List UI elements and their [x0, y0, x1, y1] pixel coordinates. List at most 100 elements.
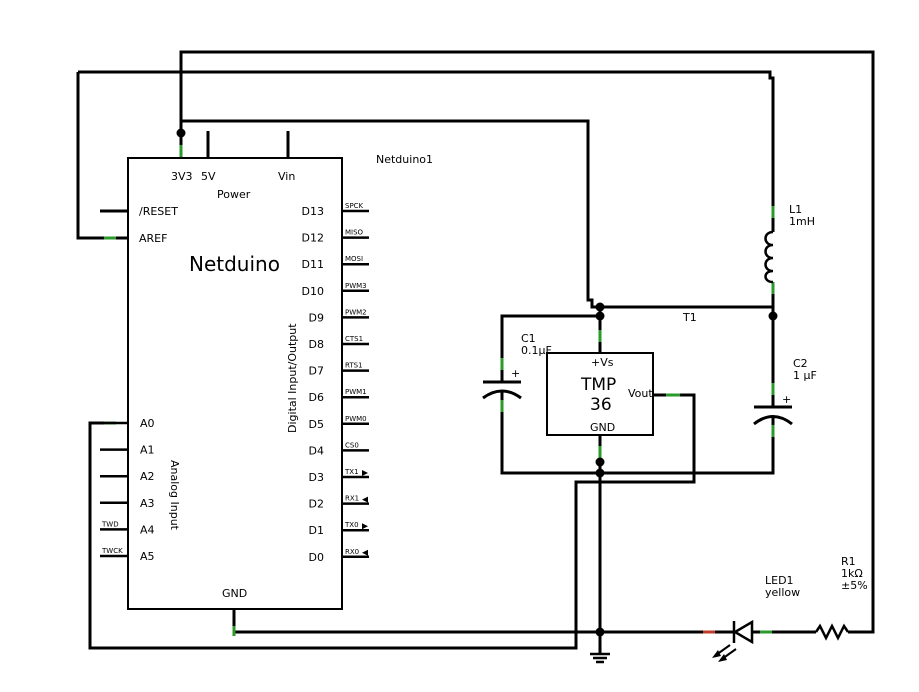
- c1-ref: C1: [521, 332, 536, 345]
- analog-pin-tag: TWD: [101, 520, 119, 528]
- digital-pin-label: D10: [302, 285, 324, 298]
- led-ray-1-head: [712, 650, 721, 658]
- pin-label-reset: /RESET: [139, 205, 178, 218]
- tmp36-ref: T1: [682, 311, 697, 324]
- analog-pin-label: A4: [140, 523, 155, 536]
- resistor-r1: R1 1kΩ ±5%: [772, 555, 868, 641]
- digital-pin-label: D13: [302, 205, 324, 218]
- wire-3v3-to-r1: [179, 50, 875, 634]
- analog-pin-label: A2: [140, 470, 155, 483]
- gnd-label: GND: [222, 587, 247, 600]
- capacitor-c1: + C1 0.1µF: [482, 332, 552, 400]
- junction-dot: [595, 627, 605, 637]
- c1-value: 0.1µF: [521, 344, 552, 357]
- tmp36-vout-label: Vout: [628, 387, 653, 400]
- digital-pin-label: D7: [309, 365, 324, 378]
- netduino-board: Netduino1 Netduino Power 3V3 5V Vin /RES…: [100, 153, 433, 610]
- analog-section-label: Analog Input: [168, 460, 181, 531]
- digital-pin-label: D3: [309, 471, 324, 484]
- digital-pin-function: RX1: [345, 495, 359, 503]
- digital-pin-label: D4: [309, 444, 324, 457]
- junction-dot: [595, 311, 605, 321]
- led-ray-2-head: [718, 654, 727, 662]
- arrow-left-icon: [362, 496, 368, 503]
- digital-pin-function: PWM0: [345, 415, 367, 423]
- digital-pin-label: D8: [309, 338, 324, 351]
- power-label: Power: [217, 188, 251, 201]
- wire-gnd-to-led: [232, 610, 707, 634]
- analog-pin-label: A1: [140, 444, 155, 457]
- digital-pin-function: TX1: [344, 468, 359, 476]
- wire-aref-to-l1: [78, 70, 775, 218]
- r1-ref: R1: [841, 555, 856, 568]
- digital-pin-function: PWM1: [345, 388, 367, 396]
- arrow-left-icon: [362, 549, 368, 556]
- led-triangle: [732, 619, 754, 645]
- r1-value: 1kΩ: [841, 567, 863, 580]
- wire-aref-drop: [76, 72, 110, 240]
- digital-pin-function: PWM2: [345, 308, 367, 316]
- c2-plus: +: [782, 393, 791, 406]
- junction-dot: [176, 128, 186, 138]
- junction-dot: [595, 468, 605, 478]
- netduino-instance-label: Netduino1: [376, 153, 433, 166]
- wire-c1-top: [500, 314, 600, 370]
- tmp36-vs-label: +Vs: [591, 356, 614, 369]
- digital-pin-label: D2: [309, 498, 324, 511]
- tmp36-gnd-label: GND: [590, 421, 615, 434]
- led-ref: LED1: [765, 574, 794, 587]
- digital-pin-label: D0: [309, 551, 324, 564]
- wire-3v3-to-vs: [181, 119, 600, 309]
- digital-pin-label: D5: [309, 418, 324, 431]
- tmp36-body: [546, 352, 654, 436]
- wire-c1-bottom: [500, 400, 600, 475]
- digital-pin-function: RTS1: [345, 362, 363, 370]
- analog-pin-tag: TWCK: [101, 547, 123, 555]
- digital-pin-function: MOSI: [345, 255, 363, 263]
- c2-value: 1 µF: [793, 369, 817, 382]
- junction-dot: [595, 302, 605, 312]
- digital-pin-label: D6: [309, 391, 324, 404]
- analog-pin-label: A5: [140, 550, 155, 563]
- arrow-right-icon: [362, 470, 368, 476]
- digital-pin-function: PWM3: [345, 282, 367, 290]
- power-pin-3v3: 3V3: [171, 170, 193, 183]
- netduino-body: [127, 157, 343, 610]
- pin-label-aref: AREF: [139, 232, 167, 245]
- arrow-right-icon: [362, 523, 368, 530]
- wire-vout: [88, 393, 696, 650]
- analog-pin-label: A3: [140, 497, 155, 510]
- digital-pin-function: MISO: [345, 229, 364, 237]
- c2-ref: C2: [793, 357, 808, 370]
- capacitor-c2: + C2 1 µF: [753, 357, 817, 426]
- tmp36-name-1: TMP: [580, 375, 616, 395]
- led-color: yellow: [765, 586, 800, 599]
- tmp36-sensor: T1 TMP 36 +Vs Vout GND: [546, 311, 697, 436]
- ground-symbol: [590, 652, 610, 664]
- c1-plus: +: [511, 367, 520, 380]
- digital-pin-function: TX0: [344, 521, 359, 529]
- l1-coil: [764, 230, 774, 284]
- digital-pin-function: SPCK: [345, 202, 364, 210]
- wire-c2-bottom: [600, 425, 775, 475]
- power-pin-vin: Vin: [278, 170, 295, 183]
- junction-dot: [595, 457, 605, 467]
- digital-pin-function: CS0: [345, 441, 359, 449]
- analog-pin-label: A0: [140, 417, 155, 430]
- inductor-l1: L1 1mH: [764, 203, 815, 284]
- r1-zigzag: [814, 623, 850, 641]
- digital-section-label: Digital Input/Output: [286, 323, 299, 433]
- power-pin-5v: 5V: [201, 170, 216, 183]
- netduino-title: Netduino: [189, 252, 280, 276]
- l1-value: 1mH: [789, 215, 815, 228]
- junctions: [176, 128, 778, 637]
- tmp36-name-2: 36: [590, 395, 612, 415]
- l1-ref: L1: [789, 203, 802, 216]
- led-led1: LED1 yellow: [712, 574, 800, 662]
- r1-tolerance: ±5%: [841, 579, 868, 592]
- junction-dot: [768, 311, 778, 321]
- digital-pin-function: RX0: [345, 548, 359, 556]
